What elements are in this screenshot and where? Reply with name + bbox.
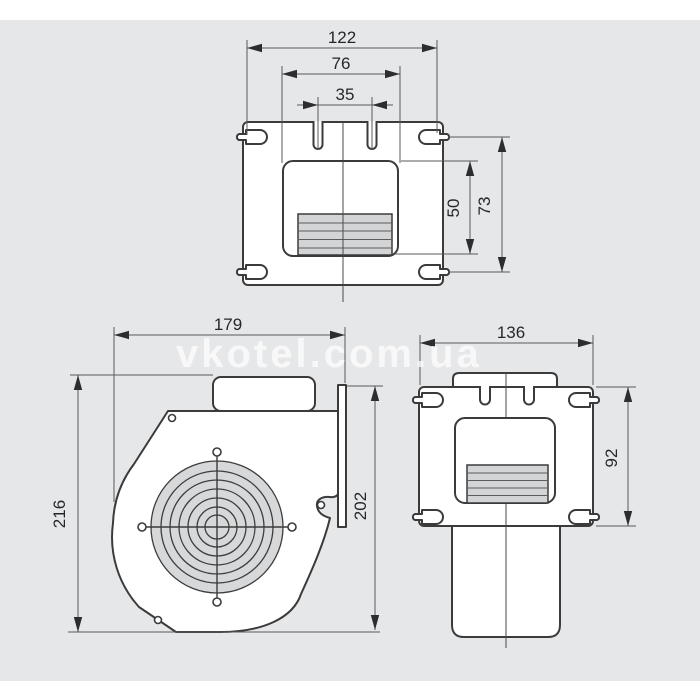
side-view: 136 92 bbox=[411, 323, 636, 648]
keyhole-slot bbox=[235, 129, 268, 145]
front-view: 179 216 202 bbox=[50, 315, 383, 633]
top-view: 122 76 35 bbox=[235, 28, 510, 302]
dimension-window-height: 50 bbox=[395, 160, 478, 255]
dimension-plate-height: 92 bbox=[596, 386, 636, 527]
dimension-label: 202 bbox=[351, 492, 370, 520]
keyhole-slot bbox=[411, 392, 444, 408]
keyhole-slot bbox=[568, 392, 601, 408]
watermark-text: vkotel.com.ua bbox=[176, 332, 482, 376]
dimension-label: 73 bbox=[475, 197, 494, 216]
keyhole-slot bbox=[418, 264, 451, 280]
dimension-flange-width: 136 bbox=[419, 323, 594, 385]
dimension-label: 92 bbox=[602, 449, 621, 468]
dimension-mount-slot-spacing: 73 bbox=[448, 136, 510, 273]
terminal-block bbox=[466, 464, 549, 504]
dimension-label: 76 bbox=[332, 54, 351, 73]
dimension-depth: 179 bbox=[113, 315, 346, 502]
dimension-flange-height: 202 bbox=[347, 385, 383, 630]
u-slot bbox=[523, 386, 535, 406]
keyhole-slot bbox=[235, 264, 268, 280]
dimension-inner-box-width: 76 bbox=[281, 54, 401, 163]
outlet-flange bbox=[337, 384, 347, 528]
terminal-block bbox=[297, 213, 393, 256]
dimension-label: 35 bbox=[336, 85, 355, 104]
dimension-label: 122 bbox=[328, 28, 356, 47]
dimension-label: 50 bbox=[444, 199, 463, 218]
dimension-slot-spacing: 35 bbox=[297, 85, 393, 150]
dimension-label: 136 bbox=[497, 323, 525, 342]
mount-hole bbox=[316, 500, 326, 510]
grille-screw-hole bbox=[287, 522, 297, 532]
u-slot bbox=[479, 386, 491, 406]
keyhole-slot bbox=[568, 509, 601, 525]
grille-screw-hole bbox=[212, 597, 222, 607]
grille-screw-hole bbox=[212, 447, 222, 457]
terminal-box bbox=[212, 376, 316, 412]
dimension-overall-width: 122 bbox=[246, 28, 438, 135]
dimension-overall-height: 216 bbox=[50, 374, 213, 632]
keyhole-slot bbox=[418, 129, 451, 145]
dimension-label: 216 bbox=[50, 500, 69, 528]
terminal-box-side bbox=[452, 372, 558, 388]
keyhole-slot bbox=[411, 509, 444, 525]
grille-screw-hole bbox=[137, 522, 147, 532]
mount-hole bbox=[167, 413, 177, 423]
dimension-label: 179 bbox=[214, 315, 242, 334]
mount-hole bbox=[153, 615, 163, 625]
